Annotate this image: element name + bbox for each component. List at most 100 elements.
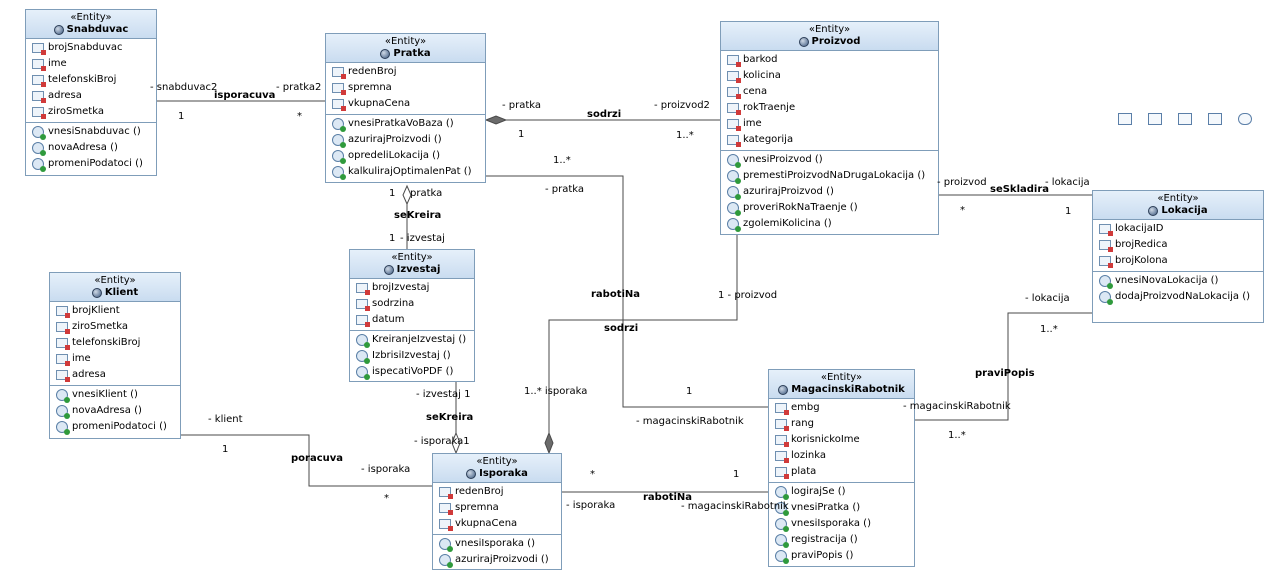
operation-icon	[56, 405, 70, 419]
operation-row[interactable]: vnesiSnabduvac ()	[26, 124, 156, 140]
association-name: sodrzi	[587, 109, 622, 120]
document-icon[interactable]	[1148, 113, 1162, 125]
operation-icon	[775, 550, 789, 564]
attribute-label: cena	[743, 86, 768, 97]
class-magacinskirabotnik[interactable]: «Entity» MagacinskiRabotnik embg rang ko…	[768, 369, 915, 567]
operation-icon	[56, 389, 70, 403]
entity-icon	[53, 25, 64, 35]
class-snabduvac[interactable]: «Entity» Snabduvac brojSnabduvac ime tel…	[25, 9, 157, 176]
attribute-row[interactable]: brojRedica	[1093, 237, 1263, 253]
attribute-icon	[727, 87, 741, 99]
attribute-row[interactable]: adresa	[26, 88, 156, 104]
attribute-label: redenBroj	[348, 66, 397, 77]
operation-row[interactable]: IzbrisiIzvestaj ()	[350, 348, 474, 364]
attribute-row[interactable]: ime	[26, 56, 156, 72]
data-icon[interactable]	[1208, 113, 1222, 125]
attribute-row[interactable]: ziroSmetka	[50, 319, 180, 335]
attribute-row[interactable]: plata	[769, 464, 914, 480]
operation-row[interactable]: vnesiNovaLokacija ()	[1093, 273, 1263, 289]
operation-row[interactable]: azurirajProizvodi ()	[433, 552, 561, 568]
attribute-row[interactable]: rokTraenje	[721, 100, 938, 116]
attribute-row[interactable]: barkod	[721, 52, 938, 68]
operation-row[interactable]: vnesiPratka ()	[769, 500, 914, 516]
operation-row[interactable]: novaAdresa ()	[26, 140, 156, 156]
operation-row[interactable]: azurirajProizvod ()	[721, 184, 938, 200]
class-pratka[interactable]: «Entity» Pratka redenBroj spremna vkupna…	[325, 33, 486, 183]
operation-row[interactable]: vnesiIsporaka ()	[769, 516, 914, 532]
class-izvestaj[interactable]: «Entity» Izvestaj brojIzvestaj sodrzina …	[349, 249, 475, 382]
role-label: 1..* isporaka	[524, 386, 588, 397]
operation-label: opredeliLokacija ()	[348, 150, 440, 161]
operation-icon	[727, 154, 741, 168]
attribute-icon	[356, 283, 370, 295]
operation-label: vnesiPratkaVoBaza ()	[348, 118, 454, 129]
operation-row[interactable]: promeniPodatoci ()	[50, 419, 180, 435]
attribute-row[interactable]: lokacijaID	[1093, 221, 1263, 237]
attribute-icon	[32, 59, 46, 71]
attribute-row[interactable]: telefonskiBroj	[26, 72, 156, 88]
attribute-row[interactable]: ziroSmetka	[26, 104, 156, 120]
operation-icon	[775, 534, 789, 548]
operation-row[interactable]: registracija ()	[769, 532, 914, 548]
operation-row[interactable]: vnesiProizvod ()	[721, 152, 938, 168]
attribute-row[interactable]: rang	[769, 416, 914, 432]
operation-row[interactable]: logirajSe ()	[769, 484, 914, 500]
link-icon[interactable]	[1238, 113, 1252, 125]
operation-row[interactable]: promeniPodatoci ()	[26, 156, 156, 172]
attribute-row[interactable]: ime	[50, 351, 180, 367]
operation-icon	[727, 170, 741, 184]
operation-row[interactable]: KreiranjeIzvestaj ()	[350, 332, 474, 348]
attribute-row[interactable]: spremna	[326, 80, 485, 96]
attribute-row[interactable]: redenBroj	[433, 484, 561, 500]
attribute-row[interactable]: redenBroj	[326, 64, 485, 80]
attribute-label: vkupnaCena	[348, 98, 411, 109]
attribute-row[interactable]: korisnickoIme	[769, 432, 914, 448]
operation-row[interactable]: vnesiPratkaVoBaza ()	[326, 116, 485, 132]
operation-row[interactable]: premestiProizvodNaDrugaLokacija ()	[721, 168, 938, 184]
class-proizvod[interactable]: «Entity» Proizvod barkod kolicina cena r…	[720, 21, 939, 235]
attribute-row[interactable]: brojIzvestaj	[350, 280, 474, 296]
attribute-row[interactable]: telefonskiBroj	[50, 335, 180, 351]
attribute-row[interactable]: sodrzina	[350, 296, 474, 312]
attribute-row[interactable]: brojKolona	[1093, 253, 1263, 269]
operation-row[interactable]: kalkulirajOptimalenPat ()	[326, 164, 485, 180]
role-label: 1 - proizvod	[718, 290, 778, 301]
entity-icon[interactable]	[1178, 113, 1192, 125]
role-label: - klient	[208, 414, 243, 425]
multiplicity-label: 1	[389, 188, 396, 199]
operation-row[interactable]: proveriRokNaTraenje ()	[721, 200, 938, 216]
class-klient[interactable]: «Entity» Klient brojKlient ziroSmetka te…	[49, 272, 181, 439]
class-lokacija[interactable]: «Entity» Lokacija lokacijaID brojRedica …	[1092, 190, 1264, 323]
attribute-row[interactable]: vkupnaCena	[326, 96, 485, 112]
role-label: - izvestaj 1	[416, 389, 471, 400]
operation-row[interactable]: opredeliLokacija ()	[326, 148, 485, 164]
attribute-row[interactable]: embg	[769, 400, 914, 416]
operation-row[interactable]: novaAdresa ()	[50, 403, 180, 419]
attribute-row[interactable]: kolicina	[721, 68, 938, 84]
operation-row[interactable]: azurirajProizvodi ()	[326, 132, 485, 148]
operation-row[interactable]: vnesiKlient ()	[50, 387, 180, 403]
operation-row[interactable]: dodajProizvodNaLokacija ()	[1093, 289, 1263, 305]
attribute-row[interactable]: brojKlient	[50, 303, 180, 319]
operation-row[interactable]: vnesiIsporaka ()	[433, 536, 561, 552]
attribute-row[interactable]: lozinka	[769, 448, 914, 464]
operation-row[interactable]: praviPopis ()	[769, 548, 914, 564]
operation-row[interactable]: zgolemiKolicina ()	[721, 216, 938, 232]
attribute-label: datum	[372, 314, 405, 325]
attribute-row[interactable]: cena	[721, 84, 938, 100]
folder-icon[interactable]	[1118, 113, 1132, 125]
attribute-row[interactable]: spremna	[433, 500, 561, 516]
class-isporaka[interactable]: «Entity» Isporaka redenBroj spremna vkup…	[432, 453, 562, 570]
attribute-row[interactable]: datum	[350, 312, 474, 328]
attribute-label: sodrzina	[372, 298, 415, 309]
attribute-row[interactable]: vkupnaCena	[433, 516, 561, 532]
entity-icon	[91, 288, 102, 298]
attribute-row[interactable]: brojSnabduvac	[26, 40, 156, 56]
operation-row[interactable]: ispecatiVoPDF ()	[350, 364, 474, 380]
attribute-row[interactable]: ime	[721, 116, 938, 132]
attribute-label: kolicina	[743, 70, 781, 81]
attribute-row[interactable]: adresa	[50, 367, 180, 383]
attribute-row[interactable]: kategorija	[721, 132, 938, 148]
role-label: - magacinskiRabotnik	[903, 401, 1011, 412]
operation-icon	[332, 134, 346, 148]
